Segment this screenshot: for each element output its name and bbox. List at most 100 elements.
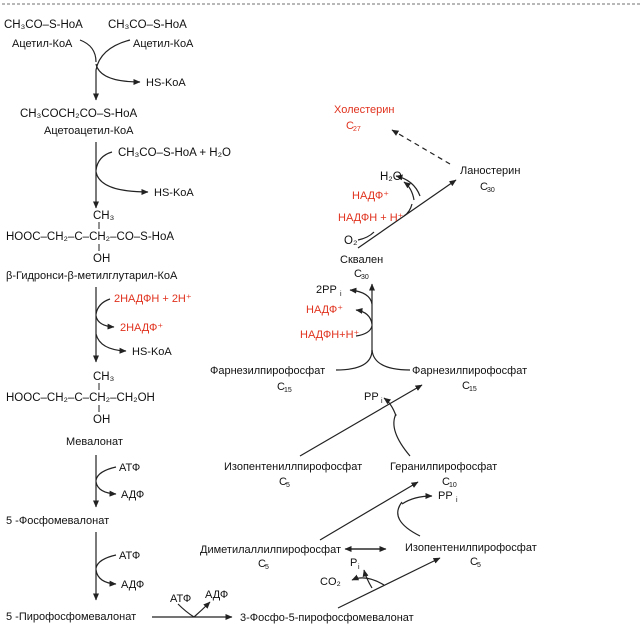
ppi-label-2-sub: i: [381, 398, 383, 405]
pyrophosphomevalonate-name: 5 -Пирофосфомевалонат: [6, 611, 136, 623]
geranyl-c10: C: [442, 476, 450, 488]
acetyl-h2o-label: CH₃CO–S-HoA + H₂O: [118, 147, 231, 159]
nadp-release-arrow-3: [403, 181, 415, 201]
mevalonate-ch3: CH₃: [93, 371, 115, 383]
farnesyl-left-arm: [335, 349, 373, 371]
mevalonate-name: Мевалонат: [66, 436, 123, 448]
farnesyl-right-arm: [371, 349, 411, 371]
lanosterol-to-cholesterol-arrow: [391, 129, 451, 165]
ppi-release-arrow-2: [383, 397, 397, 417]
squalene-c30-sub: 30: [361, 274, 369, 281]
isopentenyl-1-c5: C: [470, 556, 478, 568]
farnesyl-right-c15-sub: 15: [469, 386, 477, 393]
pi-label: P: [350, 557, 357, 569]
cholesterol-c27-sub: 27: [353, 126, 361, 133]
lanosterol-name: Ланостерин: [460, 165, 520, 177]
acetyl-coa-name-right: Ацетил-КоА: [133, 38, 194, 50]
pp2-release-arrow: [349, 287, 373, 305]
o2-label: O₂: [344, 235, 357, 247]
mevalonate-formula: HOOC–CH₂–C–CH₂–CH₂OH: [6, 392, 155, 404]
hmg-oh: OH: [93, 253, 110, 265]
ipp-entry-arrow-1: [397, 501, 421, 537]
atp-label-3: АТФ: [170, 593, 191, 605]
o2-entry-arrow: [357, 231, 375, 241]
isopentenyl-2-c5-sub: 5: [286, 482, 290, 489]
condensation-arrow-right-arm: [93, 39, 131, 101]
atp-label-2: АТФ: [119, 550, 140, 562]
lanosterol-c30-sub: 30: [487, 187, 495, 194]
farnesyl-pp-name-left: Фарнезилпирофосфат: [210, 365, 325, 377]
hs-coa-label-1: HS-KoA: [146, 77, 186, 89]
farnesyl-right-c15: C: [462, 380, 470, 392]
hmg-coa-name: β-Гидронси-β-метилглутарил-КоА: [6, 270, 178, 282]
co2-label: CO₂: [320, 576, 341, 588]
pp2-label-sub: i: [340, 291, 342, 298]
adp-release-arrow-2: [95, 569, 117, 587]
nadph-h-label-2: НАДФН + Н⁺: [338, 212, 404, 224]
squalene-c30: C: [354, 268, 362, 280]
cholesterol-name: Холестерин: [334, 104, 395, 116]
acetyl-coa-formula-right: CH₃CO–S-HoA: [108, 19, 187, 31]
farnesyl-left-c15-sub: 15: [284, 387, 292, 394]
nadp-label-1: НАДФ⁺: [306, 304, 343, 316]
acetyl-coa-name-left: Ацетил-КоА: [12, 38, 73, 50]
h2o-release-arrow: [395, 174, 421, 197]
isopentenyl-pp-name-1: Изопентенилпирофосфат: [405, 542, 537, 554]
dimethylallyl-c5: C: [258, 558, 266, 570]
hs-coa-release-arrow-2: [95, 171, 149, 195]
ppi-label-1-sub: i: [456, 497, 458, 504]
acetoacetyl-coa-formula: CH₃COCH₂CO–S-HoA: [20, 108, 137, 120]
nadph-entry-arrow: [95, 298, 111, 315]
pp2-label: 2PP: [316, 284, 337, 296]
isopentenyl-pp-name-2: Изопентениллпирофосфат: [224, 461, 362, 473]
nadph-entry-arrow: [355, 325, 373, 337]
acetoacetyl-coa-name: Ацетоацетил-КоА: [44, 125, 134, 137]
adp-label-1: АДФ: [121, 489, 144, 501]
hs-coa-label-2: HS-KoA: [154, 187, 194, 199]
adp-release-arrow-3: [193, 601, 211, 618]
hs-coa-release-arrow-1: [95, 63, 141, 85]
ipp-entry-arrow-2: [393, 413, 411, 457]
nadph-h-label-1: НАДФН+Н⁺: [300, 329, 360, 341]
condensation-arrow-left-arm: [79, 39, 97, 63]
hs-coa-label-3: HS-KoA: [132, 346, 172, 358]
ppi-label-1: PP: [438, 490, 453, 502]
acetyl-coa-formula-left: CH₃CO–S-HoA: [4, 19, 83, 31]
adp-release-arrow-1: [95, 481, 117, 497]
nadp-release-arrow-2: [355, 307, 373, 325]
farnesyl-left-c15: C: [277, 381, 285, 393]
lanosterol-c30: C: [480, 181, 488, 193]
farnesyl-pp-name-right: Фарнезилпирофосфат: [412, 365, 527, 377]
ppi-label-2: PP: [364, 391, 379, 403]
decarboxylation-arrow: [337, 557, 441, 609]
dimethylallyl-c5-sub: 5: [265, 564, 269, 571]
hmg-ch3: CH₃: [93, 210, 115, 222]
phosphomevalonate-name: 5 -Фосфомевалонат: [6, 515, 109, 527]
ppi-release-arrow-1: [401, 493, 433, 505]
nadp-release-arrow: [95, 315, 115, 330]
hmg-coa-formula: HOOC–CH₂–C–CH₂–CO–S-HoA: [6, 231, 174, 243]
phospho-pyrophosphomevalonate-name: 3-Фосфо-5-пирофосфомевалонат: [240, 612, 414, 624]
isopentenyl-2-c5: C: [279, 476, 287, 488]
adp-label-2: АДФ: [121, 579, 144, 591]
atp-entry-arrow-1: [95, 466, 117, 481]
adp-label-3: АДФ: [205, 589, 228, 601]
farnesyl-condensation-arrow: [299, 384, 423, 457]
mevalonate-oh: OH: [93, 414, 110, 426]
squalene-name: Сквален: [340, 254, 383, 266]
geranyl-c10-sub: 10: [449, 482, 457, 489]
nadp-label-2: НАДФ⁺: [352, 190, 389, 202]
nadph-2h-label: 2НАДФН + 2H⁺: [114, 293, 192, 305]
pi-label-sub: i: [358, 564, 360, 571]
nadph-entry-arrow-2: [403, 203, 413, 217]
acetyl-h2o-entry-arrow: [95, 151, 113, 171]
geranyl-condensation-arrow: [319, 481, 419, 541]
h2o-label: H₂O: [380, 171, 402, 183]
hs-coa-release-arrow-3: [95, 333, 127, 354]
atp-entry-arrow-2: [95, 554, 117, 569]
nadp-2-label: 2НАДФ⁺: [120, 322, 163, 334]
atp-entry-arrow-3: [177, 603, 195, 618]
isopentenyl-1-c5-sub: 5: [477, 562, 481, 569]
geranyl-pp-name: Геранилпирофосфат: [390, 461, 497, 473]
